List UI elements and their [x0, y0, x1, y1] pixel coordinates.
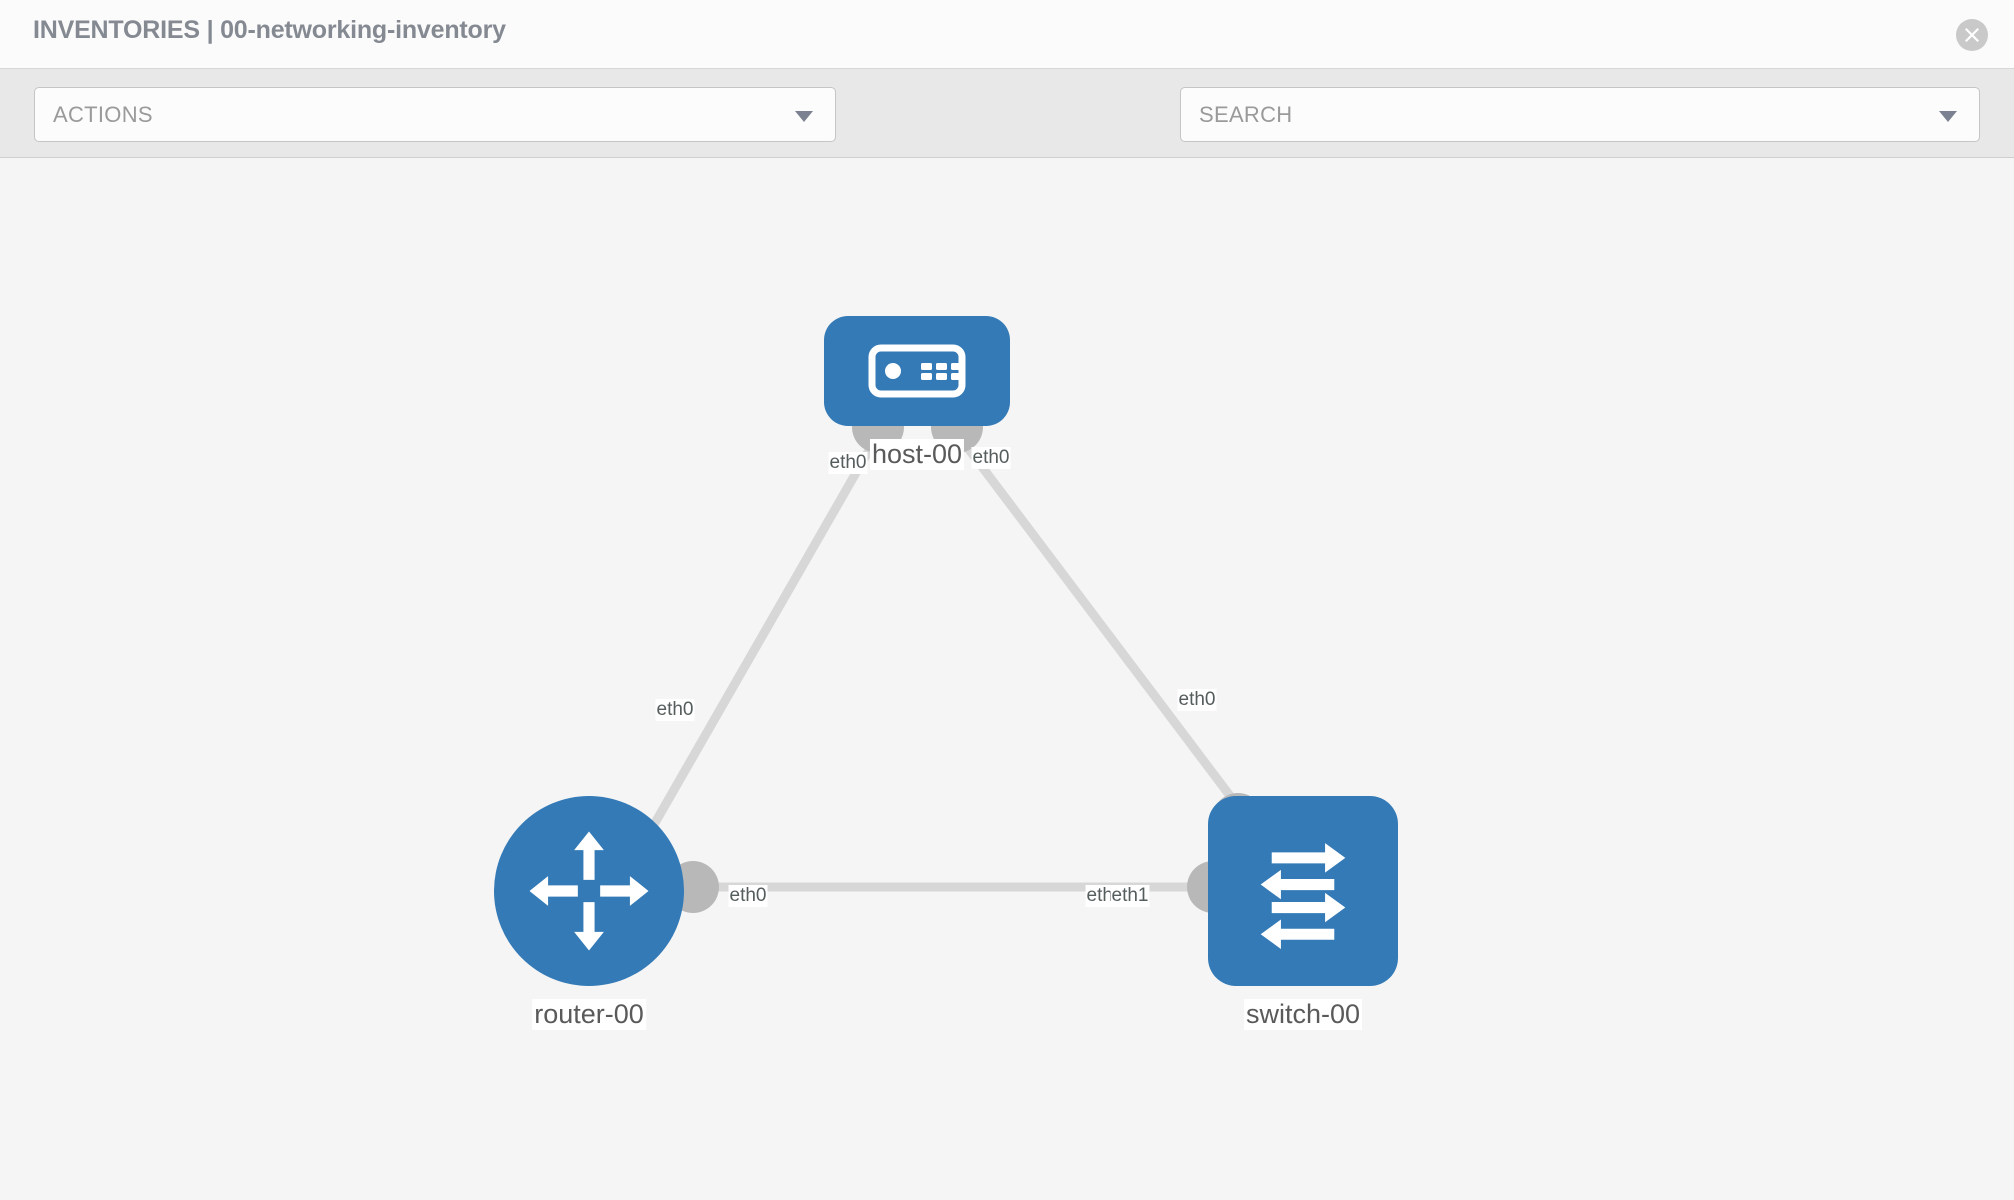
port-label-router-eth0-uplink: eth0 [655, 699, 695, 721]
port-label-switch-eth1: eth1 [1110, 885, 1150, 907]
page-title: INVENTORIES | 00-networking-inventory [33, 16, 506, 44]
port-label-host-eth0-right: eth0 [971, 447, 1011, 469]
search-input[interactable]: SEARCH [1180, 87, 1980, 142]
toolbar: ACTIONS SEARCH [0, 69, 2014, 199]
port-label-router-eth0: eth0 [728, 885, 768, 907]
node-switch-00[interactable] [1208, 796, 1398, 986]
chevron-down-icon [795, 111, 813, 122]
topology-graph [494, 316, 1398, 986]
node-label-host: host-00 [869, 439, 965, 470]
node-label-switch: switch-00 [1243, 999, 1363, 1030]
topology-canvas[interactable]: host-00 router-00 switch-00 eth0 eth0 et… [0, 159, 2014, 1200]
node-router-00[interactable] [494, 796, 684, 986]
search-placeholder: SEARCH [1199, 102, 1293, 127]
port-label-switch-eth0-uplink: eth0 [1177, 689, 1217, 711]
chevron-down-icon[interactable] [1939, 111, 1957, 122]
actions-dropdown-label: ACTIONS [53, 102, 153, 127]
close-icon[interactable] [1956, 19, 1988, 51]
topology-ports [667, 401, 1264, 913]
link-host-switch[interactable] [951, 428, 1259, 832]
link-host-router[interactable] [636, 428, 884, 852]
page-header: INVENTORIES | 00-networking-inventory [0, 0, 2014, 69]
node-host-00[interactable] [824, 316, 1010, 426]
port-label-host-eth0-left: eth0 [828, 452, 868, 474]
actions-dropdown[interactable]: ACTIONS [34, 87, 836, 142]
node-label-router: router-00 [532, 999, 646, 1030]
topology-links [636, 428, 1259, 892]
